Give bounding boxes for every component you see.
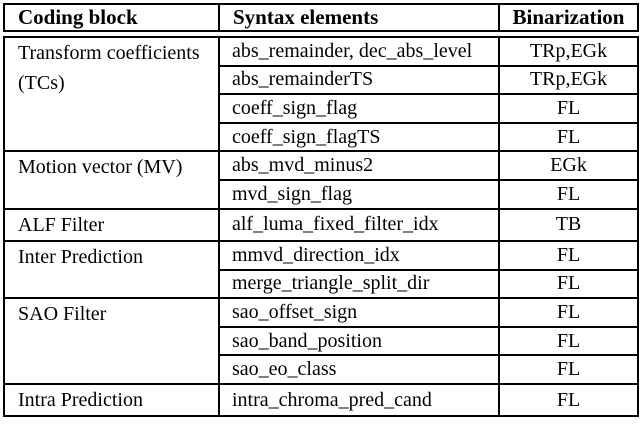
- table-row: Transform coefficients (TCs)abs_remainde…: [4, 37, 638, 153]
- binarization-cell: FL: [498, 240, 638, 271]
- syntax-element-cell: sao_offset_sign: [218, 298, 499, 328]
- binarization-cell: FL: [498, 122, 638, 153]
- binarization-table-figure: Coding block Syntax elements Binarizatio…: [3, 3, 639, 418]
- binarization-cell: FL: [498, 326, 638, 357]
- coding-block-cell: Motion vector (MV): [4, 151, 219, 210]
- header-row: Coding block Syntax elements Binarizatio…: [4, 4, 638, 31]
- syntax-element-cell: coeff_sign_flagTS: [218, 122, 499, 153]
- table-header: Coding block Syntax elements Binarizatio…: [3, 3, 639, 32]
- binarization-cell: FL: [498, 355, 638, 385]
- coding-block-cell: SAO Filter: [4, 298, 219, 385]
- syntax-element-cell: abs_remainderTS: [218, 65, 499, 96]
- binarization-cell: FL: [498, 94, 638, 124]
- binarization-cell: EGk: [498, 151, 638, 181]
- coding-block-cell: Transform coefficients (TCs): [4, 37, 219, 153]
- column-header-coding-block: Coding block: [18, 5, 138, 29]
- syntax-element-cell: mmvd_direction_idx: [218, 240, 499, 271]
- syntax-element-cell: merge_triangle_split_dir: [218, 269, 499, 300]
- syntax-element-cell: sao_band_position: [218, 326, 499, 357]
- column-header-syntax-elements: Syntax elements: [218, 4, 499, 31]
- syntax-element-cell: coeff_sign_flag: [218, 94, 499, 124]
- binarization-cell: TRp,EGk: [498, 65, 638, 96]
- binarization-cell: FL: [498, 383, 638, 418]
- syntax-element-cell: alf_luma_fixed_filter_idx: [218, 208, 499, 242]
- binarization-cell: TB: [498, 208, 638, 242]
- coding-block-cell: Inter Prediction: [4, 240, 219, 300]
- coding-block-cell: Intra Prediction: [4, 383, 219, 418]
- syntax-element-cell: abs_remainder, dec_abs_level: [218, 37, 499, 67]
- column-header-binarization: Binarization: [498, 4, 638, 31]
- table-body-table: Transform coefficients (TCs)abs_remainde…: [3, 36, 639, 418]
- binarization-cell: FL: [498, 298, 638, 328]
- syntax-element-cell: mvd_sign_flag: [218, 179, 499, 210]
- coding-block-cell: ALF Filter: [4, 208, 219, 242]
- syntax-element-cell: sao_eo_class: [218, 355, 499, 385]
- binarization-cell: FL: [498, 179, 638, 210]
- binarization-cell: FL: [498, 269, 638, 300]
- syntax-element-cell: intra_chroma_pred_cand: [218, 383, 499, 418]
- syntax-element-cell: abs_mvd_minus2: [218, 151, 499, 181]
- binarization-cell: TRp,EGk: [498, 37, 638, 67]
- table-body: Transform coefficients (TCs)abs_remainde…: [4, 37, 638, 418]
